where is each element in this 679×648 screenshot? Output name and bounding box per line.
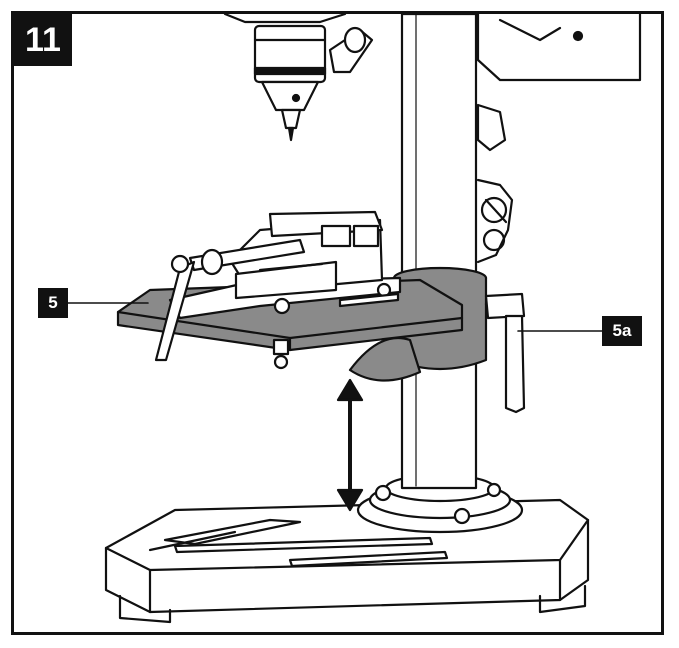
callout-label-5: 5	[38, 288, 68, 318]
callout-label-5a: 5a	[602, 316, 642, 346]
height-adjust-arrow	[336, 378, 364, 512]
figure-frame	[11, 11, 664, 635]
height-crank	[476, 103, 514, 264]
column-flange	[356, 473, 524, 534]
drill-head	[223, 12, 642, 142]
column	[400, 12, 478, 490]
table-lock-handle	[484, 292, 526, 414]
machine-vise	[154, 210, 402, 362]
figure-number-badge: 11	[14, 14, 72, 66]
